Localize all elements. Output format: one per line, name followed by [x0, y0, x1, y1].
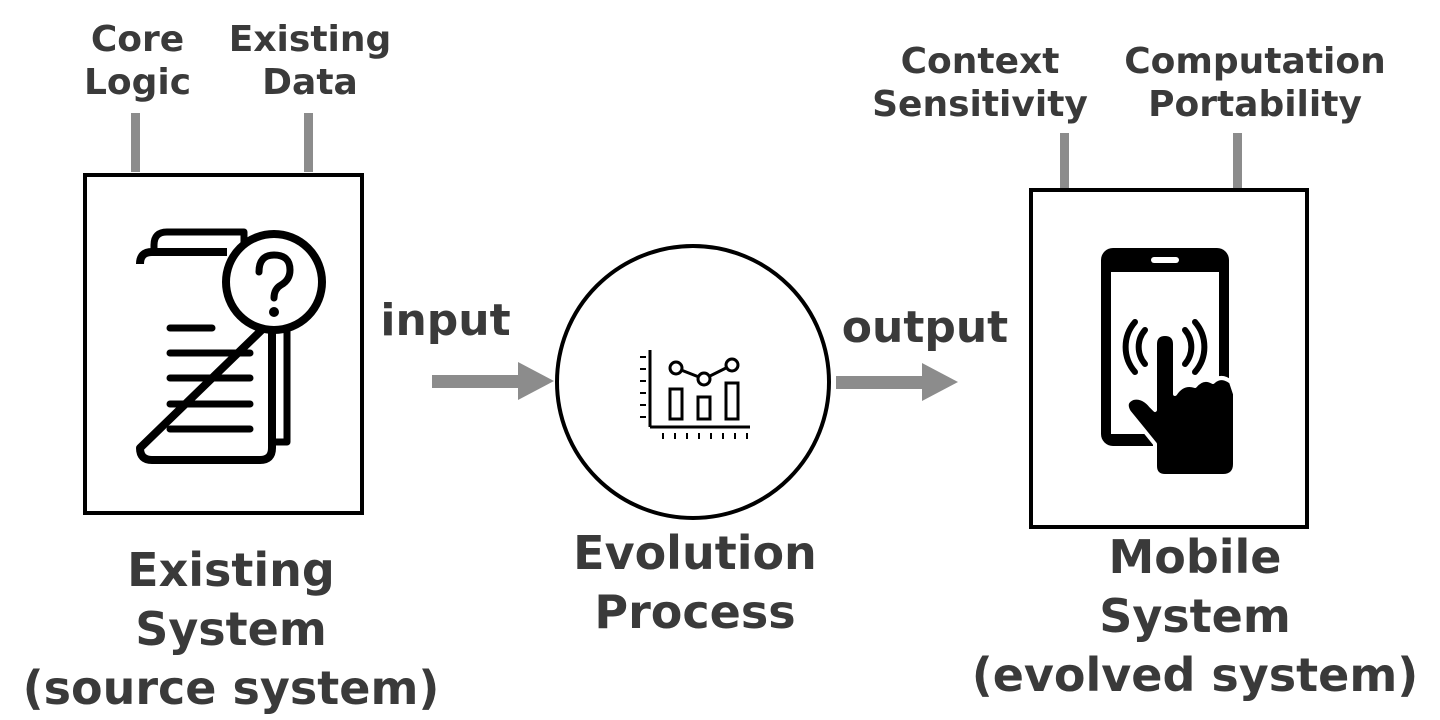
source-system-title: Existing System (source system)	[22, 543, 440, 715]
connector-core-logic	[131, 113, 140, 172]
analytics-chart-icon	[640, 350, 750, 439]
output-arrow	[836, 363, 958, 401]
question-dot	[269, 307, 279, 317]
source-system-box	[83, 173, 364, 515]
connector-existing-data	[304, 113, 313, 172]
target-attribute-context-sensitivity: Context Sensitivity	[872, 41, 1088, 125]
input-label: input	[380, 295, 511, 346]
mobile-system-box	[1029, 188, 1309, 529]
front-page-shape	[136, 248, 276, 464]
target-attribute-computation-portability: Computation Portability	[1124, 41, 1386, 125]
evolution-process-circle	[555, 244, 831, 520]
source-attribute-existing-data: Existing Data	[228, 19, 392, 103]
input-arrow	[432, 362, 554, 400]
output-label: output	[841, 302, 1009, 353]
question-mark	[255, 251, 294, 302]
evolution-process-title: Evolution Process	[573, 526, 817, 639]
phone-speaker	[1151, 257, 1179, 263]
back-page-shape	[150, 228, 248, 255]
connector-context-sensitivity	[1060, 133, 1069, 190]
connector-computation-portability	[1233, 133, 1242, 190]
back-page-side	[272, 318, 291, 446]
hand-shape	[1124, 332, 1237, 478]
question-bubble	[222, 230, 326, 334]
mobile-touch-icon	[1101, 248, 1237, 478]
document-question-icon	[136, 228, 326, 464]
mobile-system-title: Mobile System (evolved system)	[971, 530, 1419, 702]
source-attribute-core-logic: Core Logic	[83, 19, 192, 103]
